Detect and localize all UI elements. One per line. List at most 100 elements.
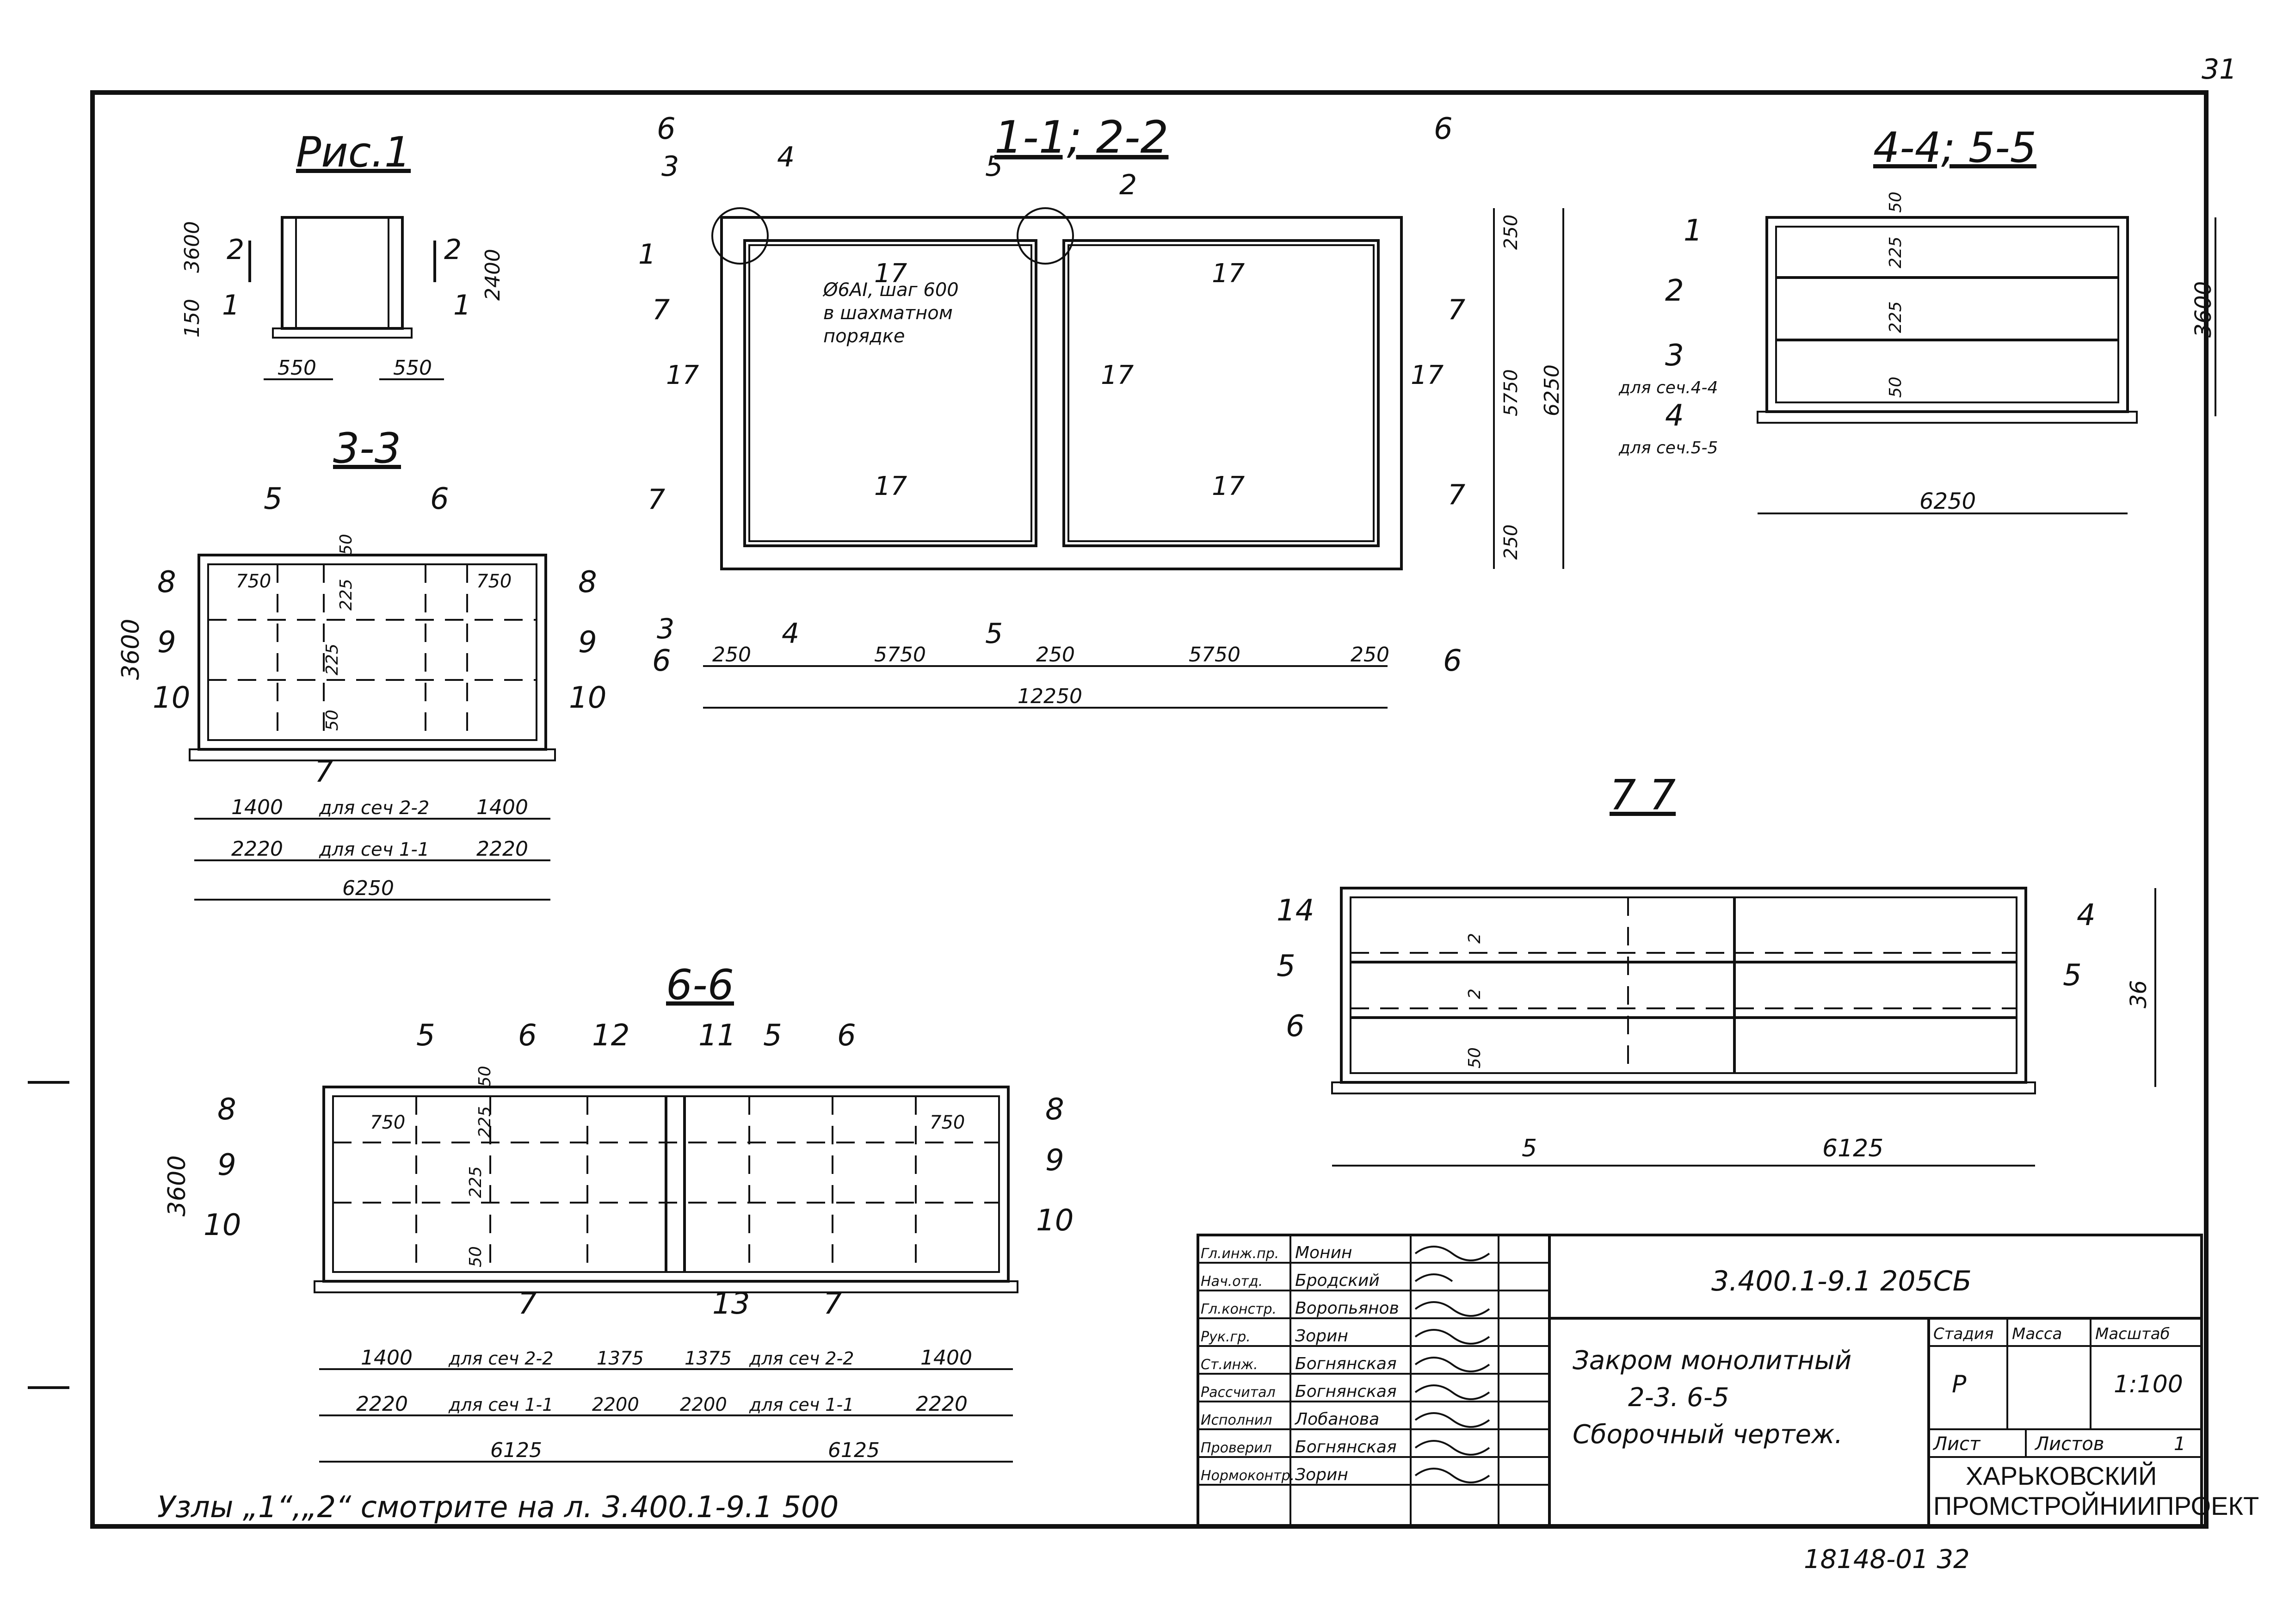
sec66-label: 6 (837, 1019, 856, 1053)
sec33-dim: 2220 (231, 837, 283, 861)
sec66-label: 10 (204, 1208, 241, 1242)
mark-17: 17 (1411, 360, 1444, 390)
stamp-title: Закром монолитный (1573, 1346, 1851, 1376)
sec66-dim: 6125 (828, 1439, 880, 1462)
sec66-dim: для сеч 1-1 (448, 1395, 553, 1415)
cut-mark: 1 (638, 238, 656, 271)
mark-17: 17 (874, 259, 907, 289)
sec66-label: 11 (698, 1019, 736, 1053)
plan-dim: 250 (712, 643, 751, 667)
sec66-dim: 2220 (356, 1392, 408, 1416)
plan-1-1-2-2: 1-1; 2-2 6 6 6 6 3 3 4 4 5 5 2 1 7 7 7 7… (638, 111, 1564, 709)
plan-dim: 250 (1036, 643, 1075, 667)
sec33-dim: 1400 (476, 796, 528, 819)
sec44-label: 3 (1665, 339, 1684, 373)
sec66-dim: 225 (475, 1106, 494, 1138)
stamp-name: Бродский (1295, 1271, 1380, 1290)
mark-17: 17 (1212, 259, 1245, 289)
stamp-role: Рассчитал (1201, 1384, 1276, 1401)
fig1-mark: 1 (453, 289, 471, 321)
sec66-label: 5 (763, 1019, 782, 1053)
cut-mark: 3 (657, 613, 674, 645)
fig1-dim: 550 (278, 356, 316, 380)
cut-mark: 2 (1119, 169, 1137, 201)
sec66-dim: 225 (466, 1166, 485, 1198)
sec33-label: 10 (153, 681, 190, 715)
plan-dim: 5750 (1500, 369, 1522, 416)
fig1-dim: 3600 (180, 221, 204, 273)
section-4-4-5-5: 4-4; 5-5 1 2 3 для сеч.4-4 4 для сеч.5-5… (1618, 123, 2216, 514)
stamp-sheets: 1 (2174, 1433, 2185, 1455)
sec66-label: 10 (1036, 1204, 1073, 1238)
stamp-role: Проверил (1201, 1440, 1272, 1456)
sec66-dim: 50 (475, 1066, 494, 1087)
page-number: 31 (2202, 53, 2237, 86)
sec44-dim: 225 (1886, 236, 1905, 268)
archive-number: 18148-01 32 (1804, 1544, 1970, 1575)
sec33-label: 10 (569, 681, 606, 715)
stamp-stage-label: Стадия (1933, 1325, 1993, 1343)
stamp-code: 3.400.1-9.1 205СБ (1711, 1265, 1972, 1297)
plan-dim: 250 (1500, 525, 1522, 560)
stamp-title: Сборочный чертеж. (1573, 1420, 1843, 1450)
sec66-dim: 50 (466, 1246, 485, 1267)
fig1-outline (281, 216, 404, 330)
sec66-dim: 2200 (592, 1394, 639, 1415)
stamp-title: 2-3. 6-5 (1628, 1383, 1729, 1413)
sec77-dim: 6125 (1822, 1135, 1883, 1162)
sec66-label: 9 (1045, 1143, 1064, 1178)
fig1-title: Рис.1 (296, 128, 411, 177)
sec33-dim: 50 (323, 710, 342, 731)
mark-17: 17 (1101, 360, 1134, 390)
stamp-name: Монин (1295, 1243, 1352, 1262)
cut-mark: 7 (648, 483, 665, 516)
sec66-title: 6-6 (666, 961, 734, 1009)
stamp-name: Зорин (1295, 1465, 1348, 1484)
sec44-dim: 50 (1886, 191, 1905, 213)
sec66-dim: 1400 (361, 1346, 413, 1370)
sec66-label: 8 (217, 1093, 236, 1127)
sec44-label: 4 (1665, 399, 1684, 433)
plan-dim: 5750 (874, 643, 926, 667)
sec44-dim: 6250 (1919, 488, 1976, 514)
sec33-dim: для сеч 1-1 (319, 839, 429, 860)
sec33-label: 7 (315, 755, 333, 789)
stamp-scale-label: Масштаб (2095, 1325, 2170, 1343)
sec44-label: 2 (1665, 274, 1684, 308)
stamp-sheet-label: Лист (1932, 1433, 1981, 1455)
sec66-dim: 3600 (163, 1155, 191, 1216)
cut-mark: 3 (661, 150, 679, 183)
stamp-name: Богнянская (1295, 1354, 1397, 1373)
sec33-dim: 225 (323, 643, 342, 675)
title-block: Гл.инж.пр. Монин Нач.отд. Бродский Гл.ко… (1197, 1234, 2259, 1528)
sec66-dim: для сеч 2-2 (749, 1348, 854, 1369)
stamp-role: Рук.гр. (1201, 1329, 1251, 1345)
cut-mark: 7 (1448, 479, 1465, 511)
section-7-7: 7 7 14 5 6 4 5 36 2 2 50 5 6125 (1277, 771, 2156, 1167)
stamp-role: Нач.отд. (1201, 1273, 1263, 1290)
sec33-dim: 3600 (117, 619, 145, 680)
sec33-dim: 750 (236, 571, 271, 592)
sec44-dim: 50 (1886, 377, 1905, 398)
sec33-label: 9 (157, 625, 176, 660)
sec66-label: 7 (823, 1287, 842, 1321)
sec66-label: 12 (592, 1019, 629, 1053)
sheet-frame (90, 90, 2209, 1529)
stamp-stage: Р (1952, 1371, 1967, 1398)
plan-dim: 5750 (1189, 643, 1240, 667)
sec33-dim: 750 (476, 571, 512, 592)
cut-mark: 4 (782, 617, 799, 650)
fig1-mark: 2 (444, 234, 462, 266)
stamp-sheets-label: Листов (2034, 1433, 2104, 1455)
plan-note: в шахматном (823, 303, 953, 324)
plan-dim: 250 (1351, 643, 1389, 667)
stamp-org: ПРОМСТРОЙНИИПРОЕКТ (1933, 1491, 2259, 1520)
sec77-outline (1340, 887, 2027, 1084)
cut-mark: 5 (985, 617, 1003, 650)
sec33-label: 8 (157, 565, 176, 599)
mark-17: 17 (1212, 471, 1245, 501)
plan-note: порядке (823, 326, 905, 347)
sec77-label: 5 (2063, 958, 2082, 993)
plan-outline (720, 216, 1403, 570)
sec66-dim: 750 (930, 1112, 965, 1133)
